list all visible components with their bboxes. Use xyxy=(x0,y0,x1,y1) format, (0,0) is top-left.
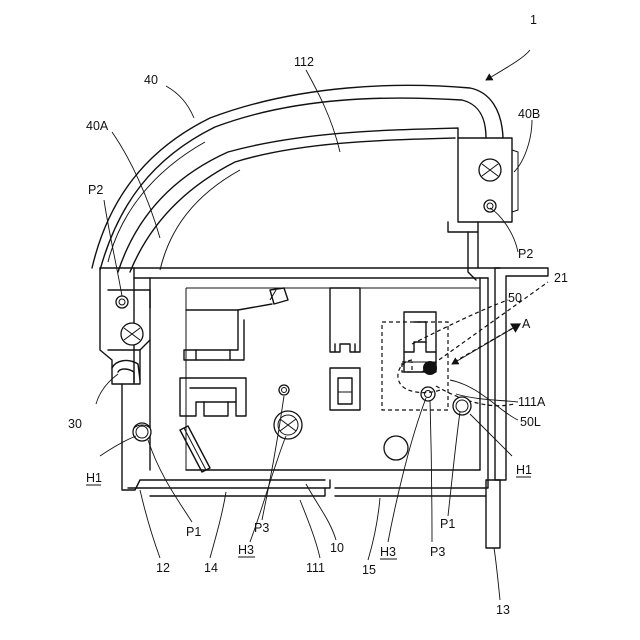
label-13: 13 xyxy=(496,603,510,617)
diagonal-pin xyxy=(180,426,210,472)
label-12: 12 xyxy=(156,561,170,575)
label-15: 15 xyxy=(362,563,376,577)
label-h3-left: H3 xyxy=(238,543,254,557)
label-p1-left: P1 xyxy=(186,525,201,539)
label-50: 50 xyxy=(508,291,522,305)
label-h1-left: H1 xyxy=(86,471,102,485)
label-40: 40 xyxy=(144,73,158,87)
label-14: 14 xyxy=(204,561,218,575)
label-1: 1 xyxy=(530,13,537,27)
label-111a: 111A xyxy=(518,395,546,409)
middle-slots xyxy=(330,288,360,410)
label-40a: 40A xyxy=(86,119,109,133)
label-10: 10 xyxy=(330,541,344,555)
label-112: 112 xyxy=(294,55,314,69)
left-plate xyxy=(100,268,150,384)
main-body xyxy=(100,268,500,496)
label-p2-right: P2 xyxy=(518,247,533,261)
label-30: 30 xyxy=(68,417,82,431)
label-50l: 50L xyxy=(520,415,541,429)
label-111: 111 xyxy=(306,561,325,575)
leader-lines xyxy=(96,50,532,600)
label-p3-left: P3 xyxy=(254,521,269,535)
label-h3-right: H3 xyxy=(380,545,396,559)
label-h1-right: H1 xyxy=(516,463,532,477)
label-p3-right: P3 xyxy=(430,545,445,559)
label-p1-right: P1 xyxy=(440,517,455,531)
bracket-40b xyxy=(448,138,518,280)
label-21: 21 xyxy=(554,271,568,285)
left-features xyxy=(180,288,288,416)
label-a: A xyxy=(522,317,531,331)
hole-h1-left xyxy=(133,423,151,441)
handle-40 xyxy=(92,85,503,272)
label-40b: 40B xyxy=(518,107,540,121)
label-p2-left: P2 xyxy=(88,183,103,197)
